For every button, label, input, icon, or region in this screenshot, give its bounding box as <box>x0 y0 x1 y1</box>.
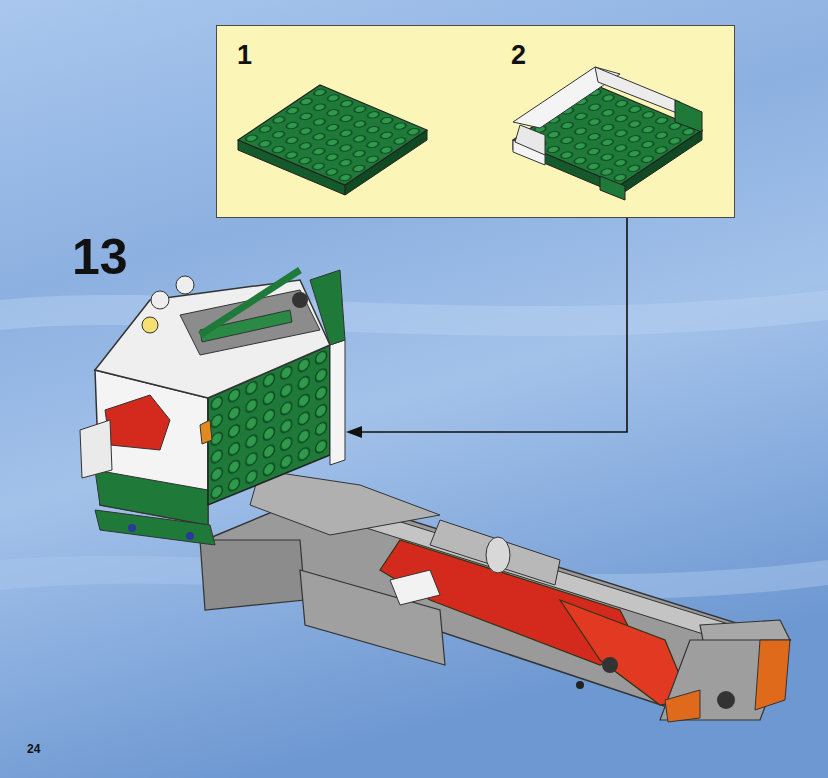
callout-panel: 12 <box>216 25 735 218</box>
green-plate-with-slopes <box>513 67 702 200</box>
sub-step-number: 2 <box>511 42 526 69</box>
chassis <box>200 470 790 722</box>
page-number: 24 <box>27 743 40 755</box>
cloud-streak <box>0 290 828 336</box>
truck-cab <box>80 270 345 545</box>
sub-step-number: 1 <box>237 42 252 69</box>
step-number: 13 <box>72 232 128 282</box>
green-plate <box>238 85 427 195</box>
leader-arrow <box>346 218 627 438</box>
